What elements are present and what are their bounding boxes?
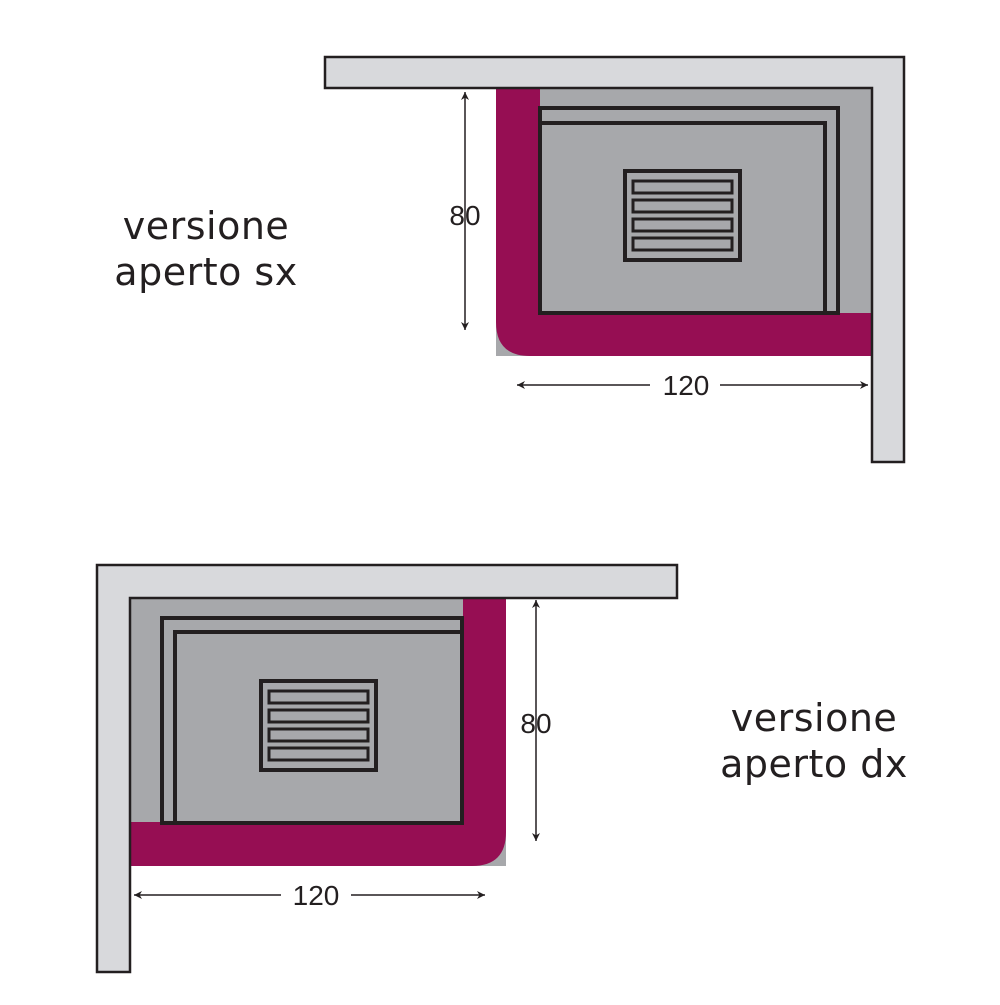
caption-line1: versione [122,204,290,248]
caption-line1: versione [730,696,898,740]
diagram-aperto-dx: 80 120 [95,563,679,974]
depth-label: 80 [449,200,480,231]
caption-line2: aperto sx [114,250,298,294]
vent-grille [623,169,742,262]
wall-corner [323,55,906,464]
vent-grille [259,679,378,772]
sofa-frame [130,598,506,866]
caption-aperto-sx: versione aperto sx [106,203,306,295]
depth-label: 80 [520,708,551,739]
caption-aperto-dx: versione aperto dx [714,695,914,787]
caption-line2: aperto dx [720,742,908,786]
diagram-aperto-sx: 80 120 [323,55,906,464]
width-label: 120 [663,370,710,401]
sofa-frame [496,88,873,356]
width-label: 120 [293,880,340,911]
wall-corner [95,563,679,974]
